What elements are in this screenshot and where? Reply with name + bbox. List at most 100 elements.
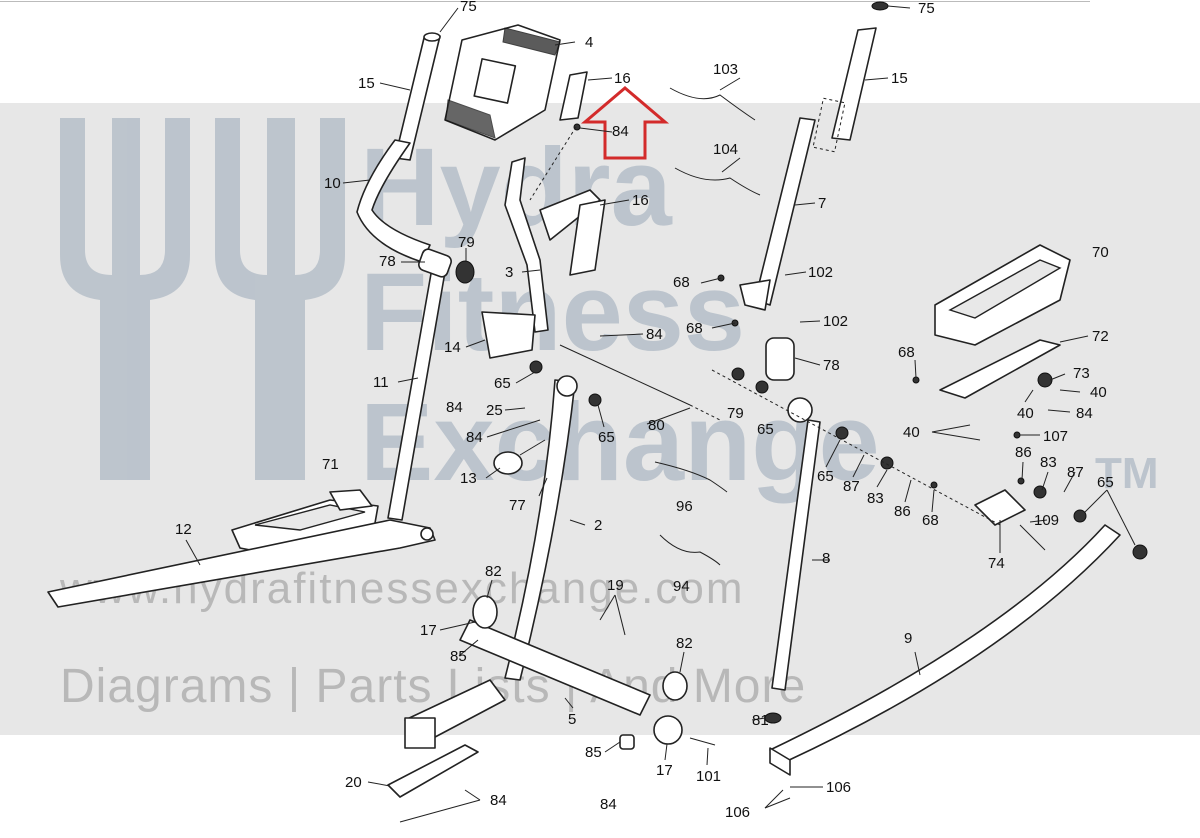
callout-81: 81: [752, 712, 769, 729]
callout-7: 7: [818, 195, 826, 212]
assembly-path-2: [711, 369, 1001, 526]
watermark-logo-icon: [60, 118, 345, 480]
bolt-101: [689, 737, 716, 746]
callout-109: 109: [1034, 512, 1059, 529]
callout-106-right: 106: [826, 779, 851, 796]
callout-70: 70: [1092, 244, 1109, 261]
callout-40-right: 40: [1090, 384, 1107, 401]
callout-65-arm: 65: [817, 468, 834, 485]
callout-16-middle: 16: [632, 192, 649, 209]
leader-lines: [185, 5, 1136, 823]
foot-17: [653, 715, 683, 745]
callout-2: 2: [594, 517, 602, 534]
callout-84-top: 84: [612, 123, 629, 140]
callout-8: 8: [822, 550, 830, 567]
callout-74: 74: [988, 555, 1005, 572]
wire-harness-96: [654, 461, 728, 493]
callout-75-right: 75: [918, 0, 935, 17]
callout-84-frame: 84: [466, 429, 483, 446]
left-upper-handle: [394, 32, 441, 161]
callout-78-left: 78: [379, 253, 396, 270]
callout-13: 13: [460, 470, 477, 487]
callout-104: 104: [713, 141, 738, 158]
callout-65-left: 65: [494, 375, 511, 392]
right-bushing: [765, 337, 795, 381]
right-pivot-bracket: [739, 279, 771, 311]
callout-103: 103: [713, 61, 738, 78]
bolt-109: [1019, 524, 1046, 551]
callout-77: 77: [509, 497, 526, 514]
callout-labels: 75 75 4 16 103 15 15 84 104 10 16 7 78 7…: [175, 0, 1114, 821]
callout-83-upper: 83: [1040, 454, 1057, 471]
callout-85-right: 85: [585, 744, 602, 761]
callout-84-stabilizer: 84: [490, 792, 507, 809]
callout-84-holder: 84: [446, 399, 463, 416]
right-lower-arm: [771, 419, 821, 691]
callout-72: 72: [1092, 328, 1109, 345]
left-pedal-arm: [47, 519, 436, 608]
base-frame: [404, 595, 651, 749]
callout-84-pedal: 84: [1076, 405, 1093, 422]
callout-79-left: 79: [458, 234, 475, 251]
wire-harness-94: [659, 534, 721, 566]
callout-20: 20: [345, 774, 362, 791]
water-bottle-holder: [481, 311, 536, 359]
main-frame-post: [504, 379, 576, 681]
right-upper-handle: [754, 117, 816, 306]
callout-86-upper: 86: [1015, 444, 1032, 461]
right-lower-pivot: [787, 397, 813, 423]
console: [444, 24, 561, 141]
callout-15-right: 15: [891, 70, 908, 87]
callout-15-left: 15: [358, 75, 375, 92]
callout-101: 101: [696, 768, 721, 785]
wire-harness-104: [674, 167, 761, 196]
callout-16-upper: 16: [614, 70, 631, 87]
callout-86-lower: 86: [894, 503, 911, 520]
callout-87-right: 87: [1067, 464, 1084, 481]
axle: [559, 344, 691, 406]
callout-106-left: 106: [725, 804, 750, 821]
callout-102-lower: 102: [823, 313, 848, 330]
adjustment-knob: [493, 439, 546, 475]
callout-82-left: 82: [485, 563, 502, 580]
main-frame-pivot: [556, 375, 578, 397]
handle-grip-upper: [559, 71, 588, 121]
callout-9: 9: [904, 630, 912, 647]
right-pedal-arm: [769, 524, 1121, 763]
foot-cap-85: [619, 734, 635, 750]
callout-14: 14: [444, 339, 461, 356]
right-pedal: [934, 244, 1071, 346]
callout-87-left: 87: [843, 478, 860, 495]
callout-65-right: 65: [1097, 474, 1114, 491]
callout-85-left: 85: [450, 648, 467, 665]
callout-12: 12: [175, 521, 192, 538]
pedal-bracket: [939, 339, 1061, 399]
assembly-path-1: [529, 126, 577, 201]
callout-40-middle: 40: [1017, 405, 1034, 422]
callout-80: 80: [648, 417, 665, 434]
callout-68-pedal: 68: [898, 344, 915, 361]
callout-68-middle: 68: [686, 320, 703, 337]
watermark-tagline: Diagrams | Parts Lists | And More: [60, 660, 806, 713]
upright: [504, 157, 606, 333]
callout-75-left: 75: [460, 0, 477, 15]
callout-107: 107: [1043, 428, 1068, 445]
right-pedal-arm-end: [769, 747, 791, 776]
right-end-cap: [871, 1, 889, 11]
callout-84-foot: 84: [600, 796, 617, 813]
highlight-arrow-icon: [580, 86, 670, 160]
wire-harness-103: [669, 87, 756, 121]
left-pedal-arm-bolt: [420, 527, 434, 541]
wheel-82: [662, 671, 688, 701]
callout-68-upper: 68: [673, 274, 690, 291]
callout-3: 3: [505, 264, 513, 281]
callout-71: 71: [322, 456, 339, 473]
callout-17-left: 17: [420, 622, 437, 639]
callout-84-upright: 84: [646, 326, 663, 343]
callout-78-right: 78: [823, 357, 840, 374]
stabilizer: [387, 744, 479, 798]
callout-83-lower: 83: [867, 490, 884, 507]
callout-10: 10: [324, 175, 341, 192]
callout-96: 96: [676, 498, 693, 515]
